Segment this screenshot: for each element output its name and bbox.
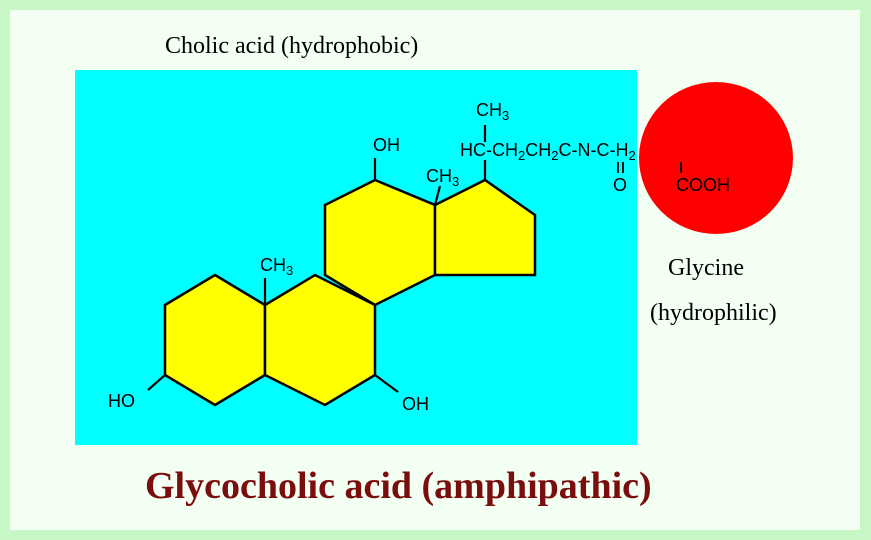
label-carbonyl-o: O — [613, 175, 627, 195]
label-cooh: COOH — [676, 175, 730, 195]
label-oh-bottom: OH — [402, 394, 429, 414]
glycocholic-acid-diagram: CH3 HC-CH2CH2C-N-C-H2 O COOH OH CH3 CH3 … — [75, 33, 793, 507]
bonds — [147, 125, 487, 393]
label-ch3-ring-d: CH3 — [426, 166, 459, 189]
hydrophilic-label-line1: Glycine — [668, 255, 744, 281]
label-oh-top: OH — [373, 135, 400, 155]
label-ch3-ring-a: CH3 — [260, 255, 293, 278]
label-ho-left: HO — [108, 391, 135, 411]
hydrophobic-label: Cholic acid (hydrophobic) — [165, 33, 418, 59]
carbonyl-double-bond — [617, 162, 682, 173]
page-title: Glycocholic acid (amphipathic) — [145, 465, 652, 507]
hydrophilic-label-line2: (hydrophilic) — [650, 300, 777, 326]
hydrophilic-region — [639, 82, 793, 234]
label-side-chain: HC-CH2CH2C-N-C-H2 — [460, 140, 636, 163]
label-ch3-top: CH3 — [476, 100, 509, 123]
diagram-canvas: CH3 HC-CH2CH2C-N-C-H2 O COOH OH CH3 CH3 … — [10, 10, 860, 530]
ring-d — [433, 178, 537, 277]
